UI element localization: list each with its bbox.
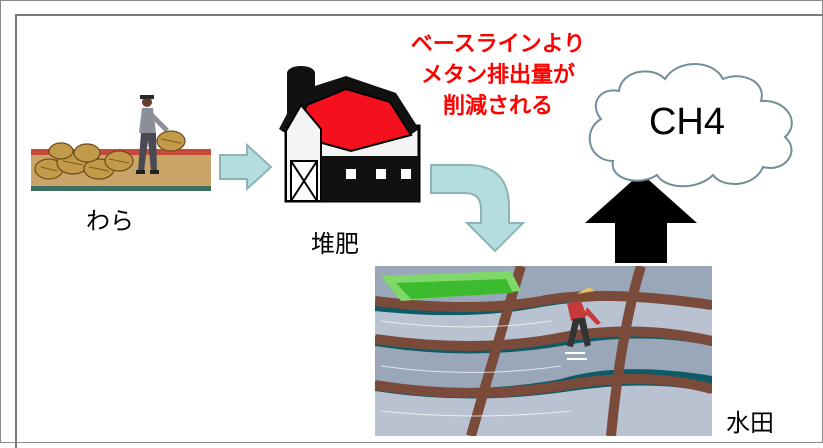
reduction-note: ベースラインより メタン排出量が 削減される xyxy=(373,29,623,122)
straw-label: わら xyxy=(86,207,134,235)
note-line-3: 削減される xyxy=(442,94,553,119)
compost-label: 堆肥 xyxy=(311,230,359,258)
note-line-1: ベースラインより xyxy=(410,32,586,57)
note-line-2: メタン排出量が xyxy=(420,63,575,88)
paddy-label: 水田 xyxy=(726,409,774,437)
ch4-label: CH4 xyxy=(648,101,726,143)
inner-border xyxy=(15,14,823,448)
